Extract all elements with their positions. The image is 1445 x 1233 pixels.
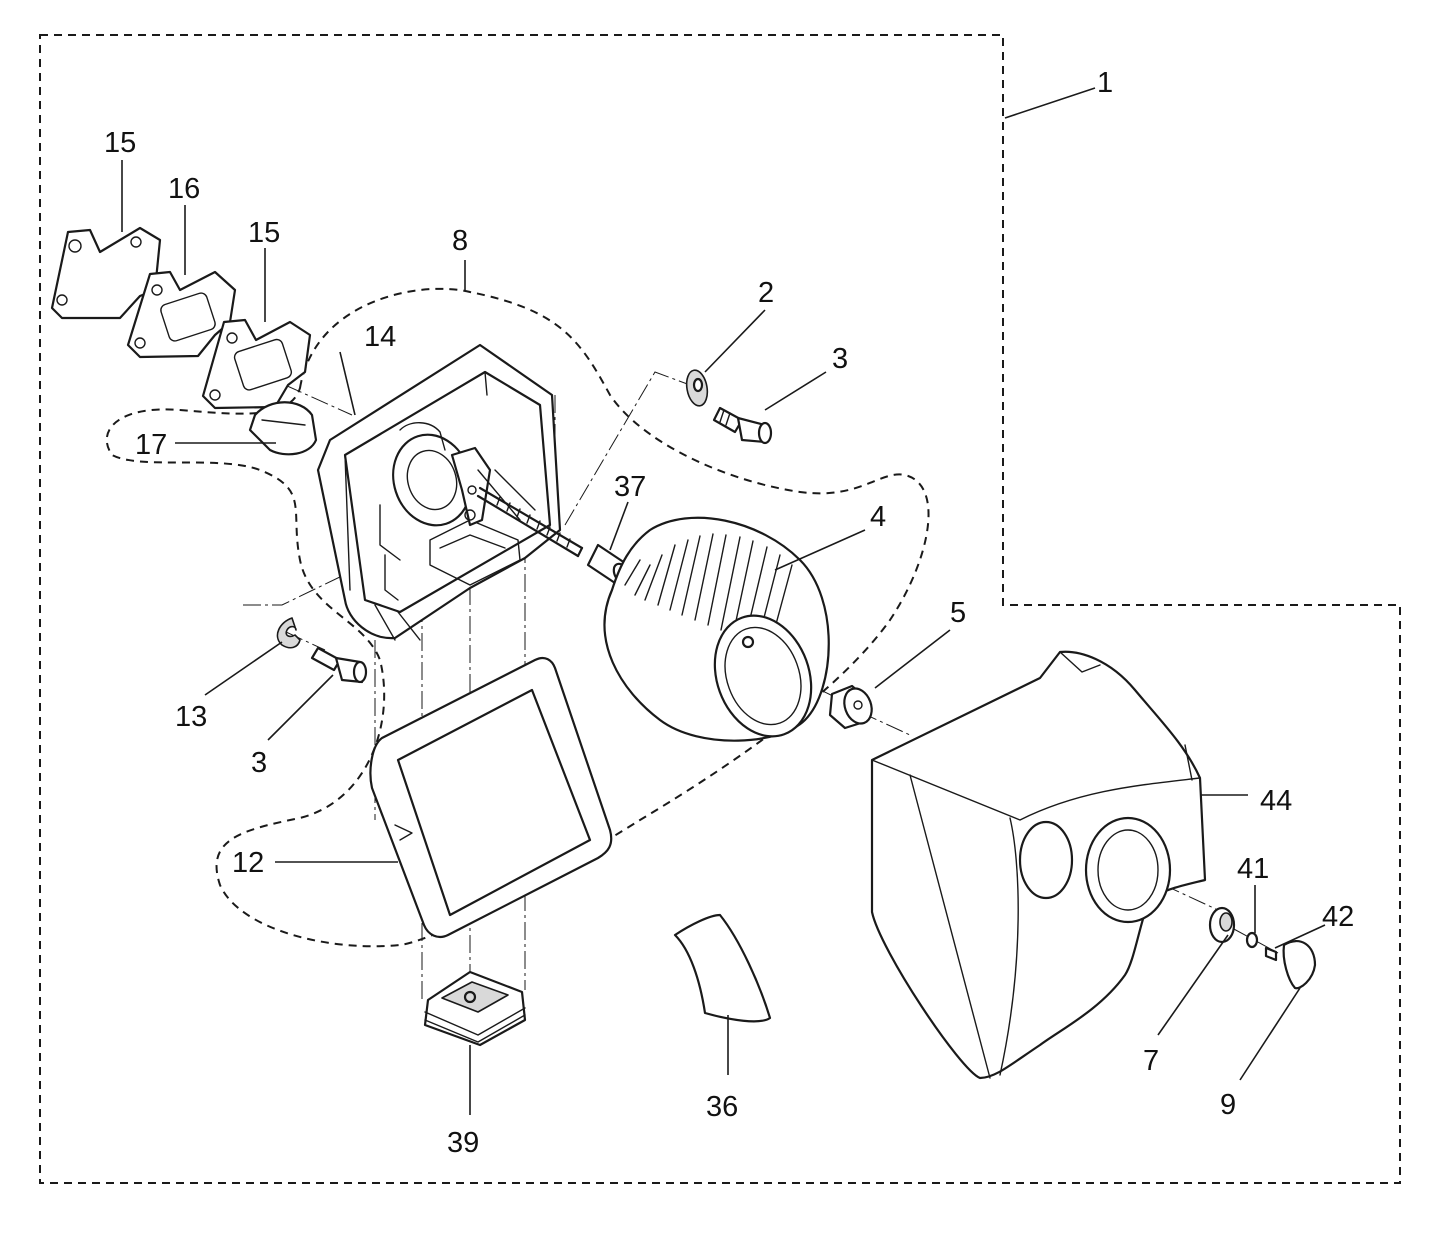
- gasket-15-right: [201, 318, 312, 410]
- screw-3-top: [712, 406, 773, 445]
- subassembly-boundary-8: [105, 287, 930, 948]
- grommet-7: [1208, 906, 1236, 944]
- washer-41: [1245, 931, 1259, 949]
- seal-12: [369, 656, 613, 939]
- nut-5: [828, 684, 873, 730]
- screw-42: [1264, 946, 1278, 962]
- callout-16: 16: [168, 173, 200, 205]
- callout-15-right: 15: [248, 217, 280, 249]
- gasket-16: [126, 270, 237, 359]
- knob-9: [1282, 940, 1317, 990]
- callout-37: 37: [614, 471, 646, 503]
- callout-42: 42: [1322, 901, 1354, 933]
- callout-5: 5: [950, 597, 966, 629]
- callout-13: 13: [175, 701, 207, 733]
- callout-17: 17: [135, 429, 167, 461]
- callout-15-left: 15: [104, 127, 136, 159]
- callout-3-top: 3: [832, 343, 848, 375]
- washer-13: [276, 617, 301, 649]
- callout-14: 14: [364, 321, 396, 353]
- leader-lines: [121, 87, 1326, 1115]
- pad-36: [673, 913, 772, 1023]
- callout-4: 4: [870, 501, 886, 533]
- callout-44: 44: [1260, 785, 1292, 817]
- callout-41: 41: [1237, 853, 1269, 885]
- callout-3-bottom: 3: [251, 747, 267, 779]
- callout-36: 36: [706, 1091, 738, 1123]
- part-17-plug: [248, 401, 318, 456]
- washer-2: [685, 369, 709, 407]
- cover-44: [870, 650, 1207, 1080]
- callout-1: 1: [1097, 67, 1113, 99]
- threaded-rod: [476, 486, 584, 558]
- screw-3-bottom: [310, 646, 368, 684]
- gasket-39: [423, 970, 527, 1047]
- air-filter-housing-14: [316, 343, 562, 641]
- callout-labels: 1 15 16 15 8 2 14 3 17 37 4 5 13 3 44 12…: [104, 67, 1354, 1159]
- filter-element-4: [603, 516, 830, 742]
- callout-39: 39: [447, 1127, 479, 1159]
- callout-9: 9: [1220, 1089, 1236, 1121]
- group-boundary-1: [39, 34, 1401, 1184]
- callout-7: 7: [1143, 1045, 1159, 1077]
- callout-12: 12: [232, 847, 264, 879]
- callout-2: 2: [758, 277, 774, 309]
- callout-8: 8: [452, 225, 468, 257]
